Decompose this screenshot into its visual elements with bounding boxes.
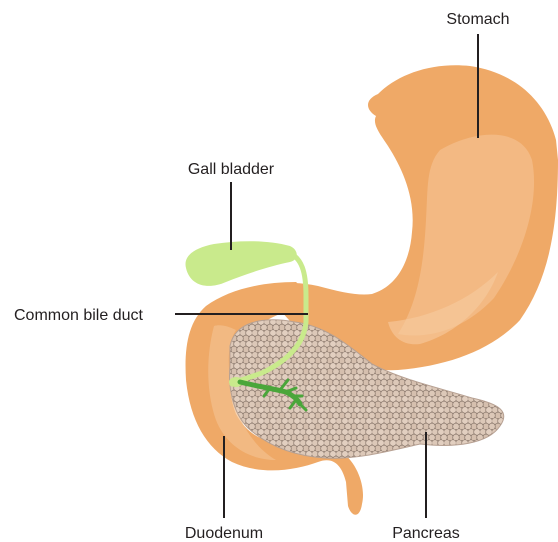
duodenum-label: Duodenum xyxy=(185,525,263,542)
gall-bladder-shape xyxy=(186,241,297,286)
gall-bladder-organ xyxy=(186,241,297,286)
common-bile-duct-label: Common bile duct xyxy=(14,307,144,324)
stomach-label: Stomach xyxy=(446,11,509,28)
gall-bladder-label: Gall bladder xyxy=(188,161,275,178)
pancreas-label: Pancreas xyxy=(392,525,460,542)
